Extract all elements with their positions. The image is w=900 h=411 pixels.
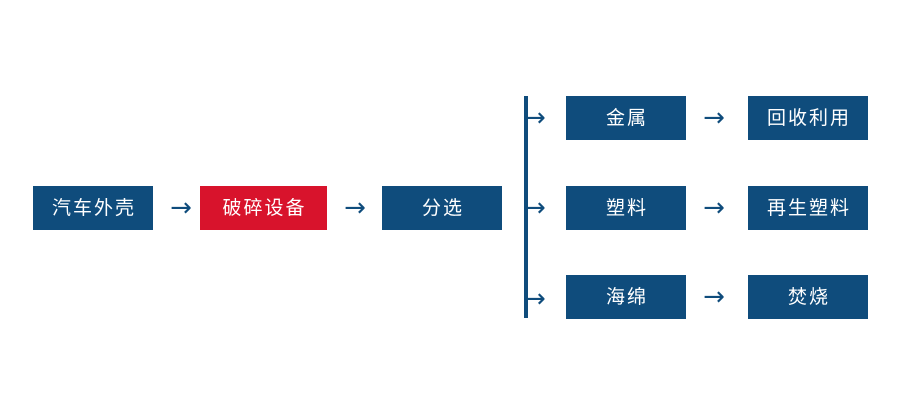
branch-arrow-plastic: → (524, 194, 564, 222)
node-material-metal[interactable]: 金属 (566, 96, 686, 140)
arrow-right-icon: → (170, 193, 192, 223)
node-crusher-label: 破碎设备 (222, 197, 307, 219)
node-destination-incineration-label: 焚烧 (787, 286, 830, 308)
arrow-right-icon: → (524, 284, 546, 314)
arrow-plastic-to-regenerated: → (696, 194, 732, 222)
arrow-sponge-to-incineration: → (696, 283, 732, 311)
node-material-sponge[interactable]: 海绵 (566, 275, 686, 319)
arrow-right-icon: → (524, 103, 546, 133)
arrow-right-icon: → (524, 193, 546, 223)
node-sorting[interactable]: 分选 (382, 186, 502, 230)
arrow-right-icon: → (703, 103, 725, 133)
node-destination-regenerated-plastic-label: 再生塑料 (766, 197, 851, 219)
branch-arrow-metal: → (524, 104, 564, 132)
branch-bus-line (524, 96, 528, 318)
node-material-sponge-label: 海绵 (605, 286, 648, 308)
arrow-right-icon: → (703, 282, 725, 312)
arrow-shell-to-crusher: → (163, 194, 199, 222)
node-material-plastic-label: 塑料 (605, 197, 648, 219)
branch-arrow-sponge: → (524, 285, 564, 313)
node-destination-recycle-label: 回收利用 (766, 107, 851, 129)
arrow-crusher-to-sorting: → (337, 194, 373, 222)
node-material-metal-label: 金属 (605, 107, 648, 129)
node-destination-incineration[interactable]: 焚烧 (748, 275, 868, 319)
node-car-shell-label: 汽车外壳 (51, 197, 136, 219)
arrow-metal-to-recycle: → (696, 104, 732, 132)
node-car-shell[interactable]: 汽车外壳 (33, 186, 153, 230)
arrow-right-icon: → (703, 193, 725, 223)
node-crusher[interactable]: 破碎设备 (200, 186, 327, 230)
arrow-right-icon: → (344, 193, 366, 223)
node-material-plastic[interactable]: 塑料 (566, 186, 686, 230)
node-destination-regenerated-plastic[interactable]: 再生塑料 (748, 186, 868, 230)
node-destination-recycle[interactable]: 回收利用 (748, 96, 868, 140)
node-sorting-label: 分选 (421, 197, 464, 219)
